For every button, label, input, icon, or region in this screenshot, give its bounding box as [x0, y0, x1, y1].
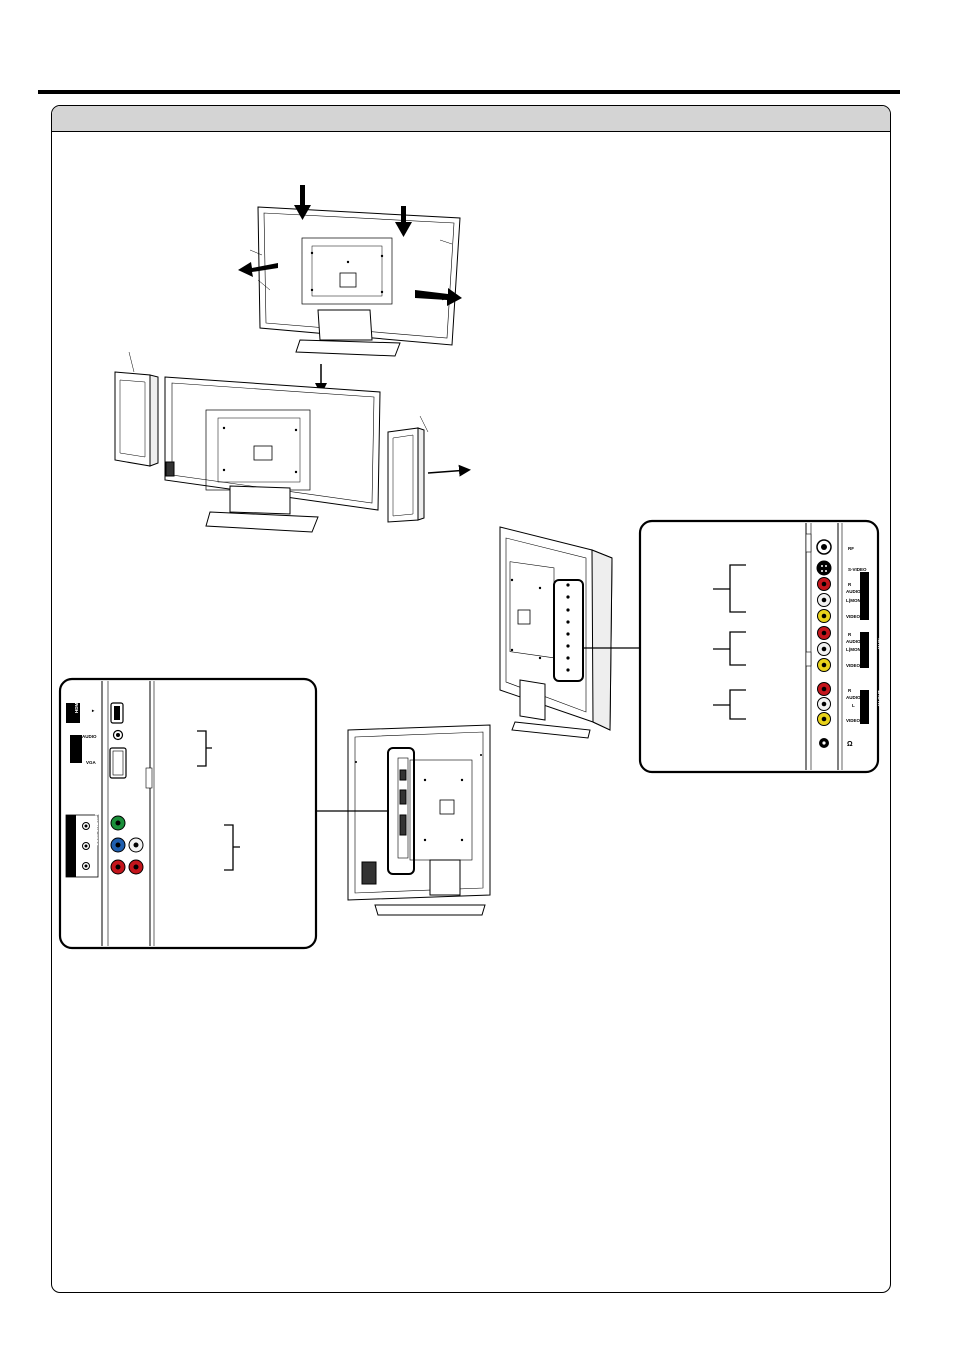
bracket-component — [224, 824, 240, 871]
audio-label-2: AUDIO — [846, 639, 861, 644]
svideo-label: S-VIDEO — [848, 567, 867, 572]
arrow-left-icon — [238, 262, 278, 277]
bracket-av1 — [713, 564, 746, 613]
audio-label: AUDIO — [846, 589, 861, 594]
bracket-pc — [197, 730, 212, 767]
component-label: COMPONENT IN — [94, 811, 99, 846]
tv-side-view — [499, 526, 613, 739]
tv-rear-view — [347, 724, 491, 916]
bracket-av2 — [713, 631, 746, 666]
audio-label: AUDIO — [82, 734, 97, 739]
av-in-label: AV IN — [877, 638, 882, 650]
r-label-3: R — [848, 688, 852, 693]
vga-label: VGA — [86, 760, 97, 765]
hdmi-label: HDMI — [74, 702, 79, 714]
svideo-jack — [816, 560, 832, 576]
arrow-right-icon — [427, 464, 471, 477]
side-jack-highlight — [553, 579, 584, 682]
r-label-2: R — [848, 632, 852, 637]
l-label: L — [852, 703, 855, 708]
video-label-3: VIDEO — [846, 718, 861, 723]
video-label: VIDEO — [846, 614, 861, 619]
r-label: R — [848, 582, 852, 587]
video-label-2: VIDEO — [846, 663, 861, 668]
panel-header — [52, 106, 890, 132]
svg-text:▸: ▸ — [91, 708, 95, 713]
rear-panel-callout: HDMI ▸ IN AUDIO VGA COMPONENT IN — [58, 677, 318, 950]
av-out-label: AV OUT — [877, 690, 882, 707]
rf-label: RF — [848, 546, 854, 551]
audio-label-3: AUDIO — [846, 695, 861, 700]
top-rule — [38, 90, 900, 94]
arrow-down-icon — [395, 206, 412, 237]
l-mono-label-2: L(MONO) — [846, 647, 866, 652]
arrow-right-icon — [415, 288, 462, 306]
pc-in-label: IN — [85, 745, 90, 750]
headphone-icon: Ω — [847, 741, 853, 748]
tv-with-speakers — [114, 351, 429, 533]
arrow-down-icon — [294, 185, 311, 220]
tv-back-top — [249, 206, 461, 357]
bracket-av3 — [713, 689, 746, 720]
l-mono-label: L(MONO) — [846, 598, 866, 603]
svideo-in-label: S-VIDEO IN — [885, 572, 890, 596]
vga-port — [109, 747, 127, 779]
side-panel-callout: RF S-VIDEO R AUDIO L(MONO) VIDEO S-VIDEO… — [638, 519, 890, 774]
